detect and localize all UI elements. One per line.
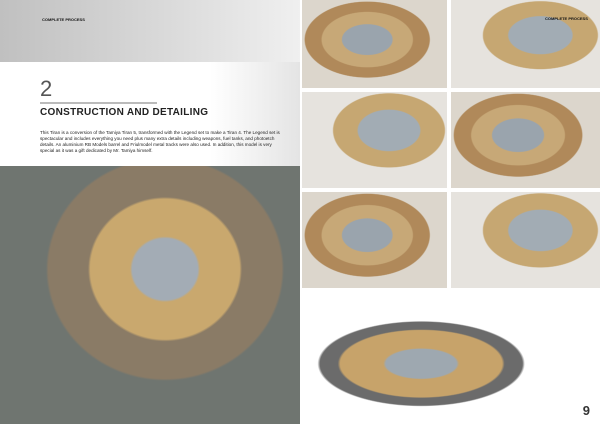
page-number: 9 bbox=[582, 403, 590, 418]
photo-4 bbox=[451, 92, 600, 188]
left-page: COMPLETE PROCESS 2 CONSTRUCTION AND DETA… bbox=[0, 0, 300, 424]
chapter-section: 2 CONSTRUCTION AND DETAILING This Tiran … bbox=[0, 62, 300, 166]
photo-7 bbox=[302, 290, 600, 424]
running-header: COMPLETE PROCESS bbox=[42, 17, 85, 22]
divider bbox=[40, 102, 157, 104]
header-photo bbox=[0, 0, 300, 62]
running-header-right: COMPLETE PROCESS bbox=[545, 16, 588, 21]
photo-1 bbox=[302, 0, 447, 88]
photo-3 bbox=[302, 92, 447, 188]
chapter-number: 2 bbox=[40, 76, 53, 101]
photo-2 bbox=[451, 0, 600, 88]
tank-photo-main bbox=[0, 166, 300, 424]
photo-5 bbox=[302, 192, 447, 288]
photo-6 bbox=[451, 192, 600, 288]
chapter-body: This Tiran is a conversion of the Tamiya… bbox=[40, 130, 280, 153]
chapter-title: CONSTRUCTION AND DETAILING bbox=[40, 107, 209, 118]
right-page: COMPLETE PROCESS 9 bbox=[300, 0, 600, 424]
